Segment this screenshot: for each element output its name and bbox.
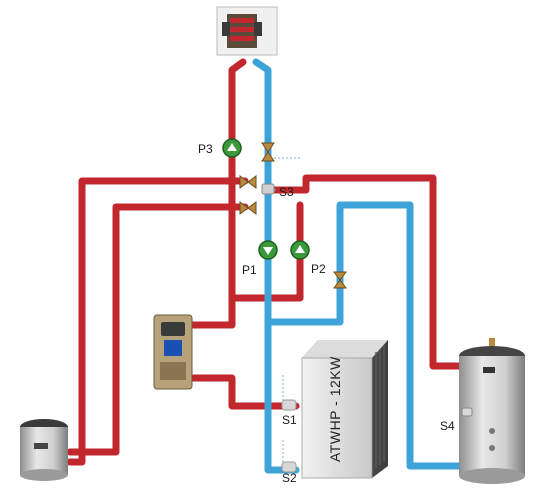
- valve-icon[interactable]: [239, 201, 257, 215]
- valve-icon[interactable]: [239, 175, 257, 189]
- valves: [239, 142, 347, 289]
- heat-pump-unit: ATWHP - 12KW: [301, 340, 388, 479]
- hot-pipe-to-right-tank: [271, 174, 466, 370]
- label-s1: S1: [282, 413, 297, 427]
- label-s2: S2: [282, 471, 297, 485]
- pump-p2[interactable]: [290, 240, 310, 260]
- label-s4: S4: [440, 419, 455, 433]
- sensor-s4-marker: [461, 407, 473, 417]
- hot-pipe-pump-loop: [228, 201, 304, 302]
- sensor-s2-marker: [281, 461, 297, 473]
- right-storage-tank: [459, 338, 525, 484]
- label-s3: S3: [279, 185, 294, 199]
- hot-pipes: [66, 58, 466, 466]
- hot-pipe-main-riser: [228, 58, 247, 304]
- hot-pipe-to-left-tank: [66, 177, 249, 466]
- left-storage-tank: [20, 419, 68, 481]
- hot-pipe-controller-out: [186, 374, 300, 410]
- hot-pipe-to-left-tank-return: [66, 203, 249, 456]
- sensor-wires: [274, 157, 300, 462]
- controller-unit[interactable]: [153, 314, 193, 390]
- valve-icon[interactable]: [261, 142, 275, 162]
- sensor-s3-marker: [261, 183, 275, 195]
- pump-p3[interactable]: [222, 138, 242, 158]
- label-p1: P1: [242, 263, 257, 277]
- pump-p1[interactable]: [258, 240, 278, 260]
- heat-pump-label: ATWHP - 12KW: [327, 356, 343, 462]
- hot-pipe-to-controller: [186, 296, 236, 329]
- valve-icon[interactable]: [333, 271, 347, 289]
- cold-pipe-to-right-tank: [264, 201, 466, 470]
- label-p2: P2: [311, 262, 326, 276]
- label-p3: P3: [198, 142, 213, 156]
- sensor-s1-marker: [281, 399, 297, 411]
- solar-collector: [216, 6, 278, 56]
